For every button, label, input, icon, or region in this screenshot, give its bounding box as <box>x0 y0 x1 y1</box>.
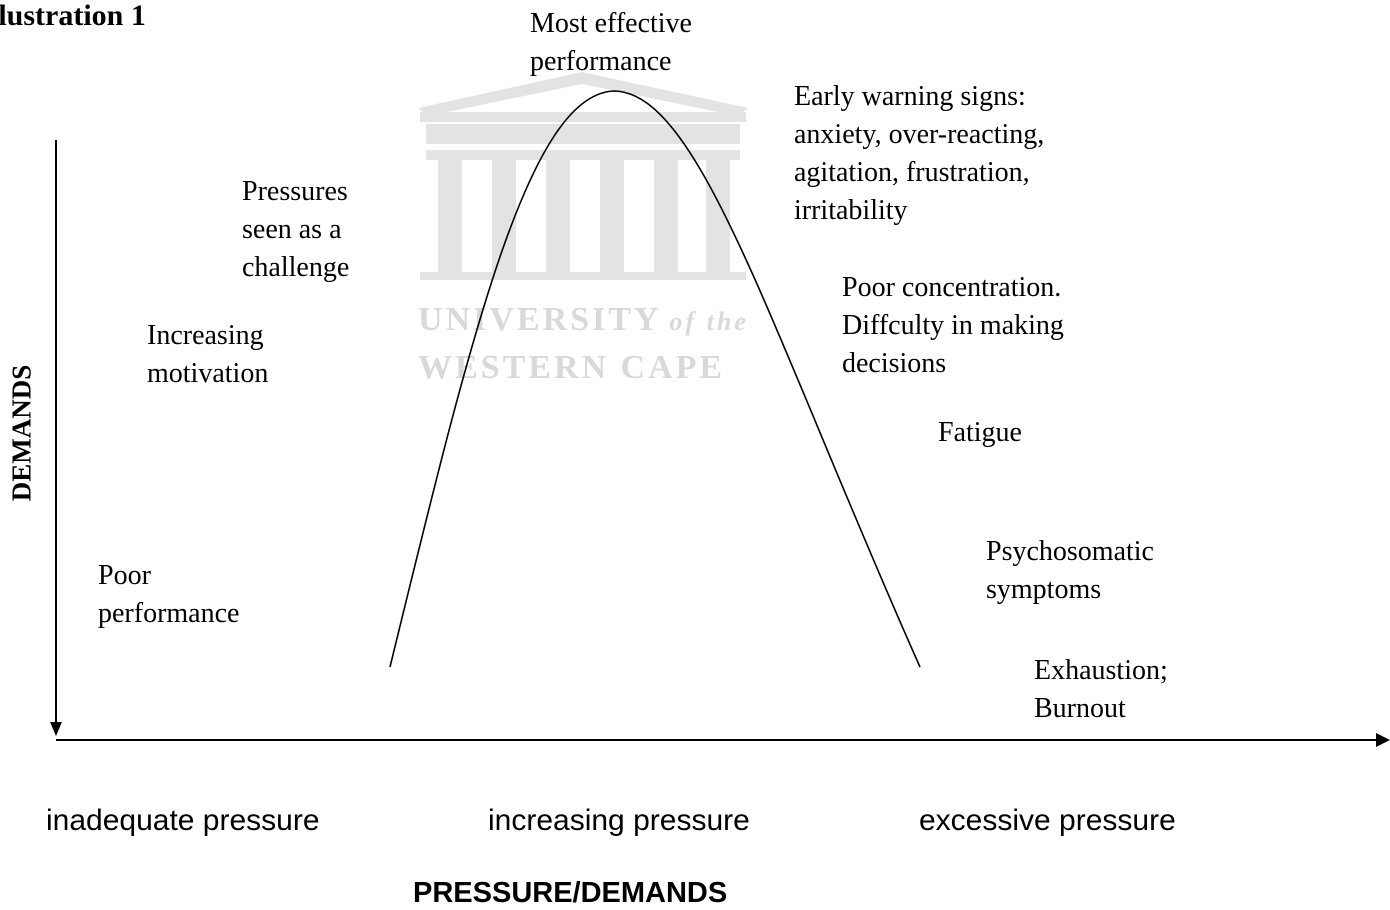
x-axis-title: PRESSURE/DEMANDS <box>413 877 728 909</box>
annotation-early-warning-signs: Early warning signs: anxiety, over-react… <box>794 78 1044 230</box>
annotation-fatigue: Fatigue <box>938 414 1022 452</box>
annotation-line: Fatigue <box>938 417 1022 448</box>
x-category-label: excessive pressure <box>919 804 1176 837</box>
y-axis-arrowhead <box>50 722 62 736</box>
illustration-title: llustration 1 <box>0 0 146 32</box>
annotation-line: Exhaustion; <box>1034 655 1168 686</box>
performance-curve <box>389 90 921 668</box>
annotation-poor-performance: Poor performance <box>98 557 239 633</box>
annotation-line: Burnout <box>1034 693 1126 724</box>
annotation-pressures-challenge: Pressures seen as a challenge <box>242 173 349 287</box>
annotation-line: anxiety, over-reacting, <box>794 119 1045 150</box>
watermark-line-2: WESTERN CAPE <box>418 349 725 386</box>
annotation-line: irritability <box>794 195 908 226</box>
annotation-line: performance <box>98 598 240 629</box>
university-watermark-logo <box>418 72 748 280</box>
annotation-line: agitation, frustration, <box>794 157 1030 188</box>
x-category-label: increasing pressure <box>488 804 750 837</box>
annotation-line: motivation <box>147 358 269 389</box>
annotation-increasing-motivation: Increasing motivation <box>147 317 268 393</box>
annotation-line: Poor <box>98 560 151 591</box>
annotation-line: decisions <box>842 348 947 379</box>
annotation-psychosomatic: Psychosomatic symptoms <box>986 533 1154 609</box>
annotation-line: Increasing <box>147 320 264 351</box>
peak-label-line: Most effective <box>530 8 692 39</box>
y-axis-title: DEMANDS <box>6 364 37 502</box>
x-axis-arrowhead <box>1376 733 1390 747</box>
annotation-poor-concentration: Poor concentration. Diffculty in making … <box>842 269 1064 383</box>
annotation-line: Diffculty in making <box>842 310 1064 341</box>
annotation-line: symptoms <box>986 574 1102 605</box>
annotation-line: Pressures <box>242 176 348 207</box>
peak-label: Most effective performance <box>530 5 692 81</box>
annotation-line: Poor concentration. <box>842 272 1062 303</box>
annotation-line: Psychosomatic <box>986 536 1154 567</box>
annotation-exhaustion: Exhaustion; Burnout <box>1034 652 1168 728</box>
annotation-line: Early warning signs: <box>794 81 1026 112</box>
annotation-line: challenge <box>242 252 350 283</box>
x-category-label: inadequate pressure <box>46 804 320 837</box>
peak-label-line: performance <box>530 46 672 77</box>
annotation-line: seen as a <box>242 214 342 245</box>
